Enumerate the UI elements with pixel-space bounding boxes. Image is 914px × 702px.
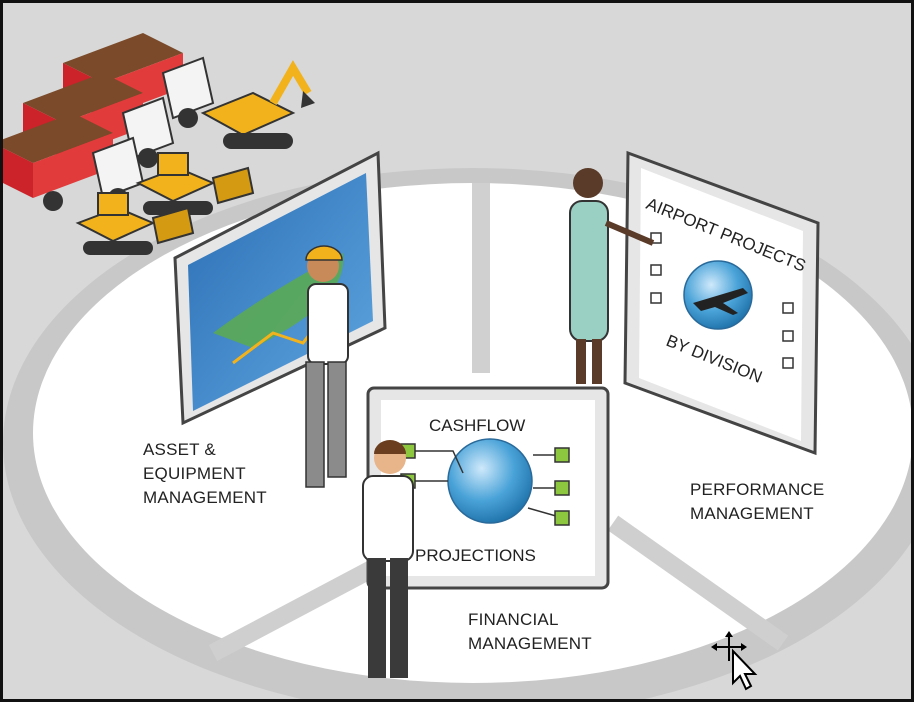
cashflow-screen: CASHFLOW PROJECTIONS	[366, 386, 610, 590]
management-illustration: AIRPORT PROJECTS BY DIVISION CASHFLOW PR…	[3, 3, 911, 699]
asset-label-line3: MANAGEMENT	[143, 488, 267, 507]
performance-label-line1: PERFORMANCE	[690, 480, 824, 499]
map-screen	[173, 150, 387, 426]
globe-icon	[447, 438, 533, 524]
worker-figure	[305, 245, 349, 488]
airport-screen: AIRPORT PROJECTS BY DIVISION	[623, 150, 820, 456]
performance-label-line2: MANAGEMENT	[690, 504, 814, 523]
phone-man-figure	[362, 440, 414, 678]
bulldozer-icon	[135, 152, 255, 215]
asset-label-line1: ASSET &	[143, 440, 216, 459]
cashflow-title: CASHFLOW	[429, 416, 525, 435]
move-cursor-icon	[711, 631, 758, 691]
financial-label-line1: FINANCIAL	[468, 610, 559, 629]
segment-divider-left	[208, 555, 388, 661]
segment-divider-right	[607, 515, 789, 651]
presenter-figure	[569, 168, 655, 384]
asset-label-line2: EQUIPMENT	[143, 464, 246, 483]
truck-icon	[3, 113, 145, 211]
trucks-group	[3, 33, 215, 211]
airplane-icon	[693, 288, 748, 315]
bulldozer-icon	[75, 192, 195, 255]
cashflow-subtitle: PROJECTIONS	[415, 546, 536, 565]
financial-label-line2: MANAGEMENT	[468, 634, 592, 653]
excavator-icon	[200, 60, 315, 149]
